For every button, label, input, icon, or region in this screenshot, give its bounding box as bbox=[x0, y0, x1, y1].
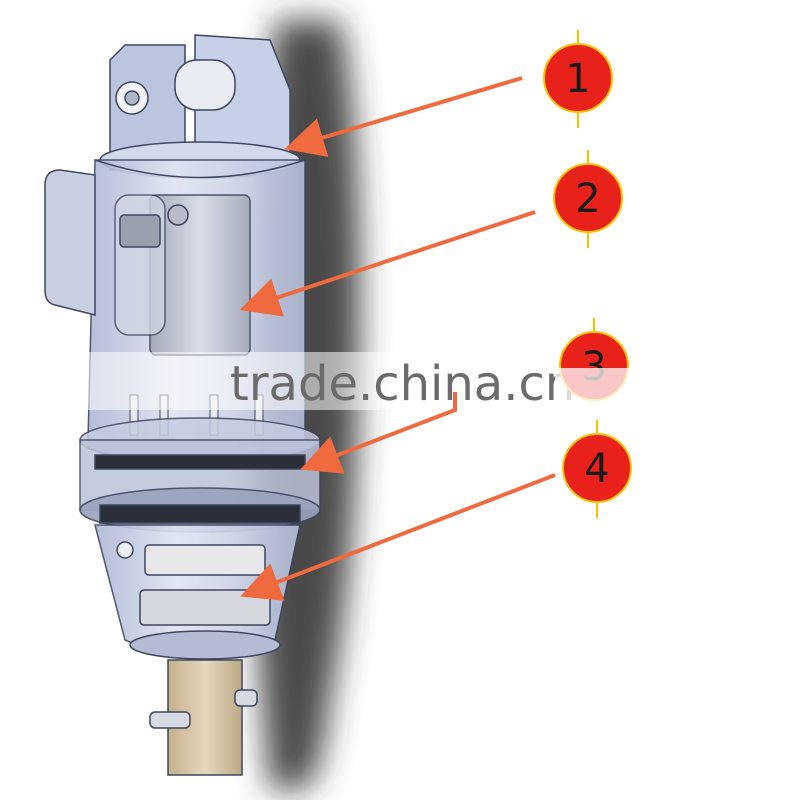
watermark-text: trade.china.cn bbox=[230, 356, 575, 412]
output-shaft bbox=[149, 659, 258, 776]
callout-label-2: 2 bbox=[575, 176, 600, 222]
top-bracket bbox=[99, 34, 301, 179]
badge-4: 4 bbox=[562, 420, 632, 518]
bearing-upper bbox=[144, 544, 266, 576]
gearbox-ring bbox=[79, 417, 321, 533]
badge-1: 1 bbox=[543, 30, 613, 128]
badge-3: 3 bbox=[555, 318, 635, 410]
callout-label-1: 1 bbox=[565, 56, 590, 102]
arrow-2 bbox=[239, 210, 536, 317]
arrow-1 bbox=[284, 76, 523, 157]
hydraulic-motor bbox=[114, 194, 251, 356]
arrow-3 bbox=[300, 392, 457, 474]
side-plate bbox=[44, 169, 96, 316]
bearing-lower bbox=[139, 589, 271, 626]
arrow-4 bbox=[240, 473, 556, 601]
callout-label-4: 4 bbox=[584, 446, 609, 492]
watermark-band bbox=[80, 352, 640, 410]
badge-2: 2 bbox=[553, 150, 623, 248]
callout-arrows bbox=[239, 76, 556, 601]
